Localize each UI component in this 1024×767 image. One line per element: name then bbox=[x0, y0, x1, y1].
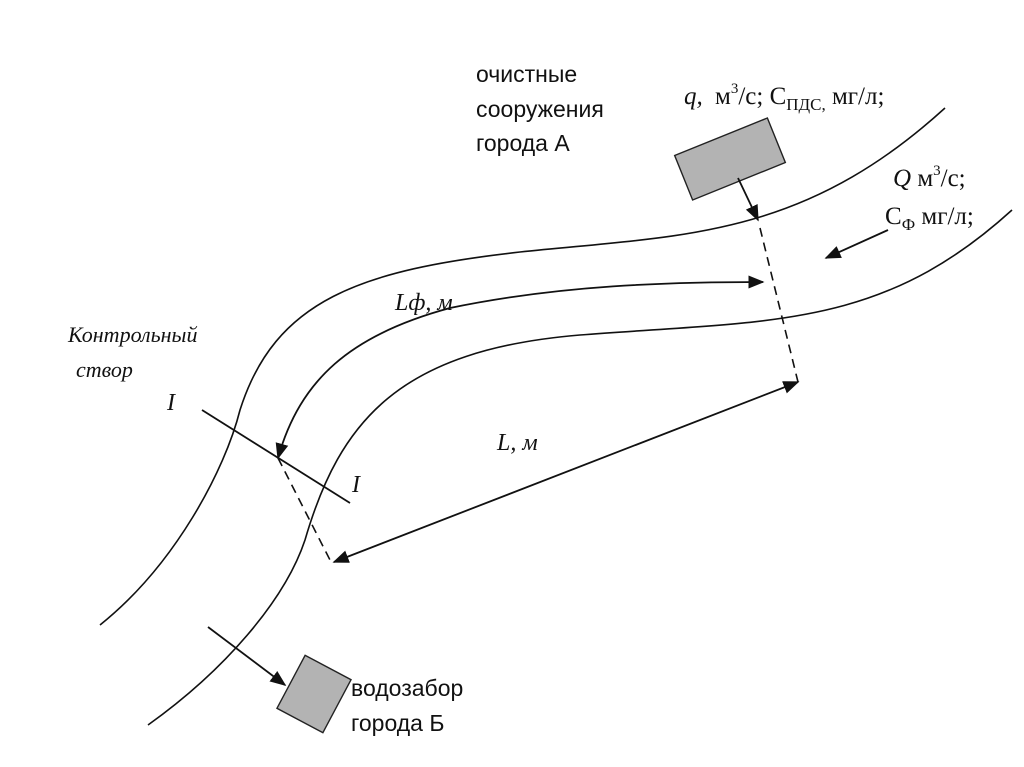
straight-distance-arrow bbox=[332, 381, 800, 563]
water-intake-arrow bbox=[207, 626, 287, 686]
fairway-distance-arrow bbox=[275, 275, 765, 460]
treatment-plant-label: очистные сооружения города А bbox=[476, 61, 610, 156]
discharge-arrow bbox=[737, 177, 759, 222]
river-concentration-label: СФ мг/л; bbox=[885, 203, 974, 234]
fairway-distance-label: Lф, м bbox=[394, 290, 453, 316]
section-mark-bottom: I bbox=[351, 472, 361, 498]
river-flow-arrow bbox=[824, 229, 889, 259]
water-intake-label: водозабор города Б bbox=[351, 675, 470, 736]
river-bank-upper bbox=[99, 107, 946, 626]
control-section-label: Контрольный створ bbox=[67, 322, 203, 382]
section-mark-top: I bbox=[166, 390, 176, 416]
discharge-label: q, м3/с; СПДС, мг/л; bbox=[684, 81, 884, 114]
discharge-section-dashed bbox=[759, 227, 799, 383]
treatment-plant-box bbox=[673, 117, 787, 201]
water-intake-box bbox=[276, 654, 352, 734]
control-section-dashed bbox=[277, 457, 331, 561]
control-section-line bbox=[201, 409, 351, 504]
straight-distance-label: L, м bbox=[496, 430, 538, 456]
river-flow-label: Q м3/с; bbox=[893, 163, 966, 192]
